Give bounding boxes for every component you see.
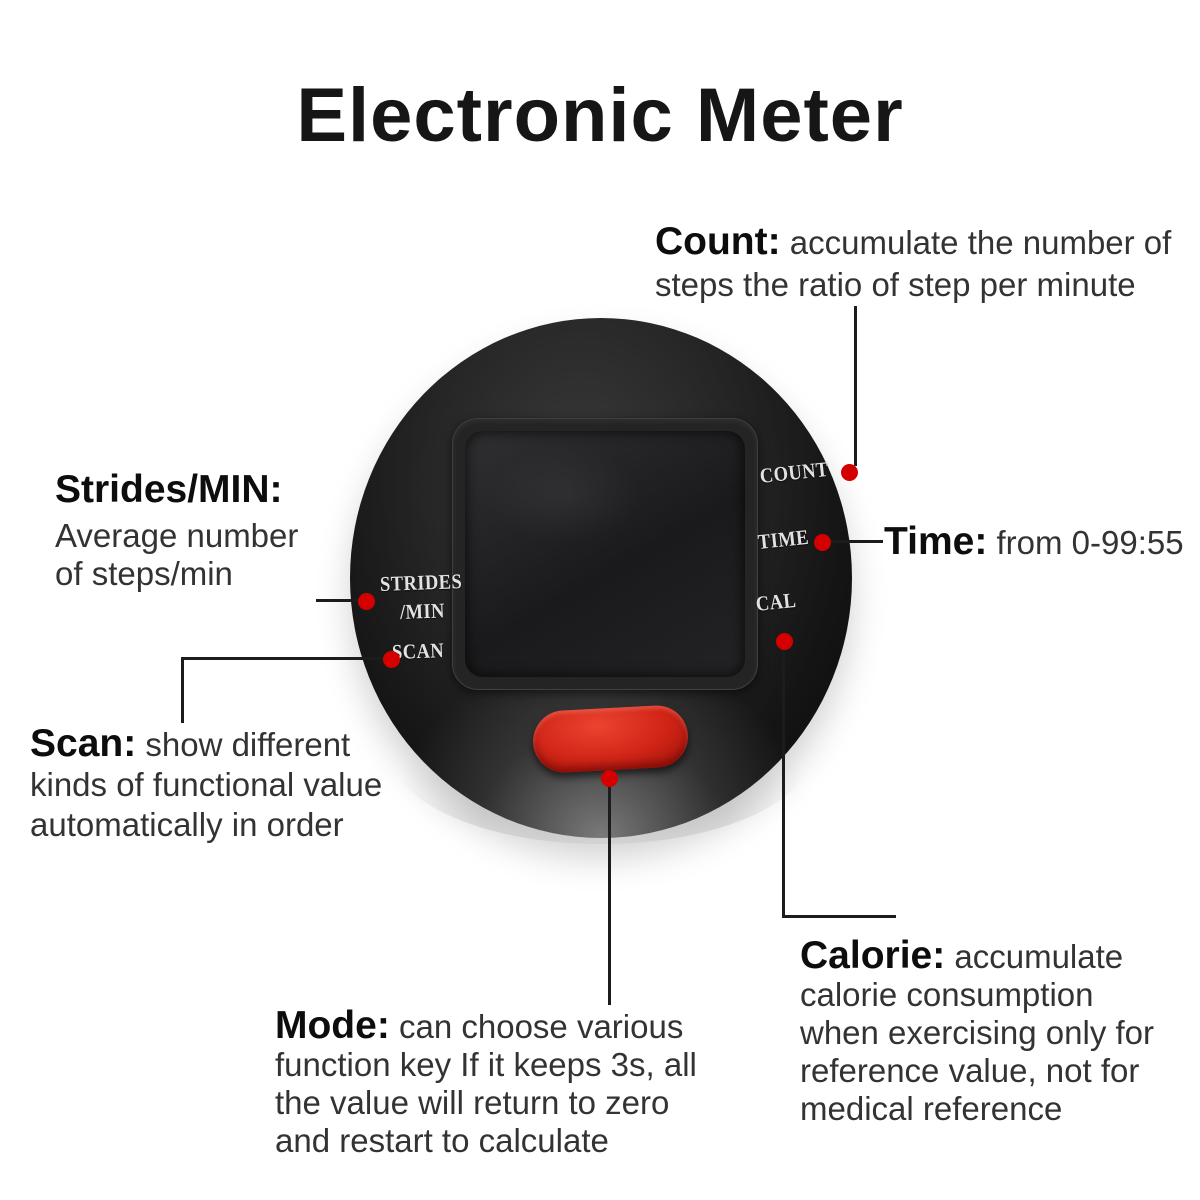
annotation-time-text: from 0-99:55: [996, 524, 1184, 561]
annotation-calorie-label: Calorie:: [800, 934, 946, 977]
marker-dot-mode: [601, 770, 618, 787]
callout-line-scan-vertical: [181, 657, 184, 723]
marker-dot-scan: [383, 651, 400, 668]
device-label-time: TIME: [756, 524, 810, 554]
annotation-scan: Scan: show different kinds of functional…: [30, 724, 405, 845]
device-label-strides: STRIDES: [379, 569, 463, 596]
annotation-count-label: Count:: [655, 220, 781, 263]
marker-dot-cal: [776, 633, 793, 650]
callout-line-scan-horizontal: [181, 657, 389, 660]
annotation-calorie-text: accumulate calorie consumption when exer…: [800, 938, 1155, 1127]
annotation-mode: Mode: can choose various function key If…: [275, 1006, 715, 1160]
annotation-scan-text: show different kinds of functional value…: [30, 726, 383, 843]
annotation-calorie: Calorie: accumulate calorie consumption …: [800, 936, 1165, 1128]
annotation-strides: Strides/MIN: Average number of steps/min: [55, 470, 320, 593]
device-screen-bezel: [452, 418, 758, 690]
callout-line-calorie-horizontal: [782, 915, 896, 918]
marker-dot-count: [841, 464, 858, 481]
annotation-scan-label: Scan:: [30, 722, 137, 765]
annotation-strides-text: Average number of steps/min: [55, 517, 299, 592]
callout-line-count: [854, 306, 857, 466]
annotation-mode-label: Mode:: [275, 1004, 390, 1047]
device-lcd-screen: [465, 431, 745, 677]
device-label-count: COUNT: [758, 456, 830, 488]
page-title: Electronic Meter: [296, 73, 904, 158]
device-label-min: /MIN: [399, 598, 446, 624]
device-label-cal: CAL: [754, 587, 798, 616]
marker-dot-time: [814, 534, 831, 551]
annotation-strides-label: Strides/MIN:: [55, 468, 283, 511]
annotation-time: Time: from 0-99:55: [884, 522, 1184, 564]
annotation-time-label: Time:: [884, 520, 988, 563]
callout-line-strides: [316, 599, 364, 602]
annotation-count-text: accumulate the number of steps the ratio…: [655, 224, 1172, 303]
annotation-count: Count: accumulate the number of steps th…: [655, 222, 1200, 306]
callout-line-time: [829, 540, 883, 543]
marker-dot-strides: [358, 593, 375, 610]
callout-line-mode: [608, 785, 611, 1005]
annotation-mode-text: can choose various function key If it ke…: [275, 1008, 697, 1159]
device-mode-button: [531, 703, 690, 775]
pedometer-device: STRIDES /MIN SCAN COUNT TIME CAL: [350, 318, 852, 844]
callout-line-calorie-vertical: [782, 648, 785, 918]
